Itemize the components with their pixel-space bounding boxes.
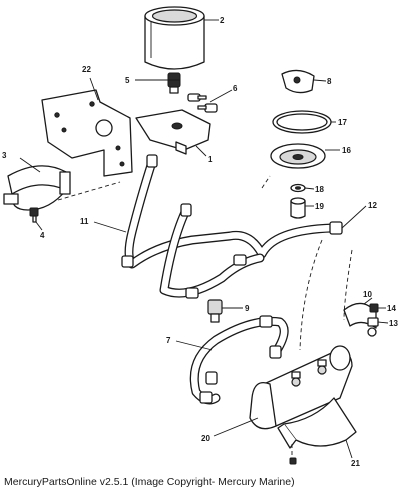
callout-16: 16 bbox=[342, 146, 351, 155]
callout-6: 6 bbox=[233, 84, 238, 93]
fuel-hoses bbox=[121, 154, 343, 299]
assembly-lines bbox=[57, 175, 353, 456]
callout-18: 18 bbox=[315, 185, 324, 194]
callout-10: 10 bbox=[363, 290, 372, 299]
callout-4: 4 bbox=[40, 231, 45, 240]
filter-nipple bbox=[167, 72, 181, 94]
separator-cup bbox=[270, 143, 326, 169]
callout-11: 11 bbox=[80, 217, 89, 226]
callout-9: 9 bbox=[245, 304, 250, 313]
o-ring bbox=[272, 110, 332, 134]
callout-3: 3 bbox=[2, 151, 7, 160]
fuel-cooler bbox=[249, 345, 353, 430]
filter-base bbox=[135, 109, 211, 155]
callout-1: 1 bbox=[208, 155, 213, 164]
callout-12: 12 bbox=[368, 201, 377, 210]
fuel-filter-canister bbox=[144, 6, 205, 70]
callout-17: 17 bbox=[338, 118, 347, 127]
callout-22: 22 bbox=[82, 65, 91, 74]
callout-2: 2 bbox=[220, 16, 225, 25]
copyright-caption: MercuryPartsOnline v2.5.1 (Image Copyrig… bbox=[4, 476, 295, 488]
hose-fitting bbox=[207, 299, 223, 323]
callout-21: 21 bbox=[351, 459, 360, 468]
callout-19: 19 bbox=[315, 202, 324, 211]
callout-labels: 2 5 6 1 22 3 4 8 17 16 18 19 12 11 9 7 1… bbox=[2, 16, 398, 468]
callout-14: 14 bbox=[387, 304, 396, 313]
sleeve-fitting bbox=[290, 197, 306, 219]
cooler-bracket bbox=[277, 397, 357, 449]
bracket-screw bbox=[289, 457, 297, 465]
cooling-hose bbox=[189, 315, 289, 405]
callout-20: 20 bbox=[201, 434, 210, 443]
callout-5: 5 bbox=[125, 76, 130, 85]
mounting-bracket bbox=[41, 89, 133, 177]
callout-8: 8 bbox=[327, 77, 332, 86]
washer bbox=[290, 183, 306, 193]
strap-clamp bbox=[3, 165, 71, 211]
callout-7: 7 bbox=[166, 336, 171, 345]
leader-lines bbox=[19, 19, 389, 459]
fuel-cap bbox=[281, 69, 315, 94]
clamp-screw bbox=[29, 207, 39, 223]
mounting-screws bbox=[187, 93, 218, 113]
callout-13: 13 bbox=[389, 319, 398, 328]
